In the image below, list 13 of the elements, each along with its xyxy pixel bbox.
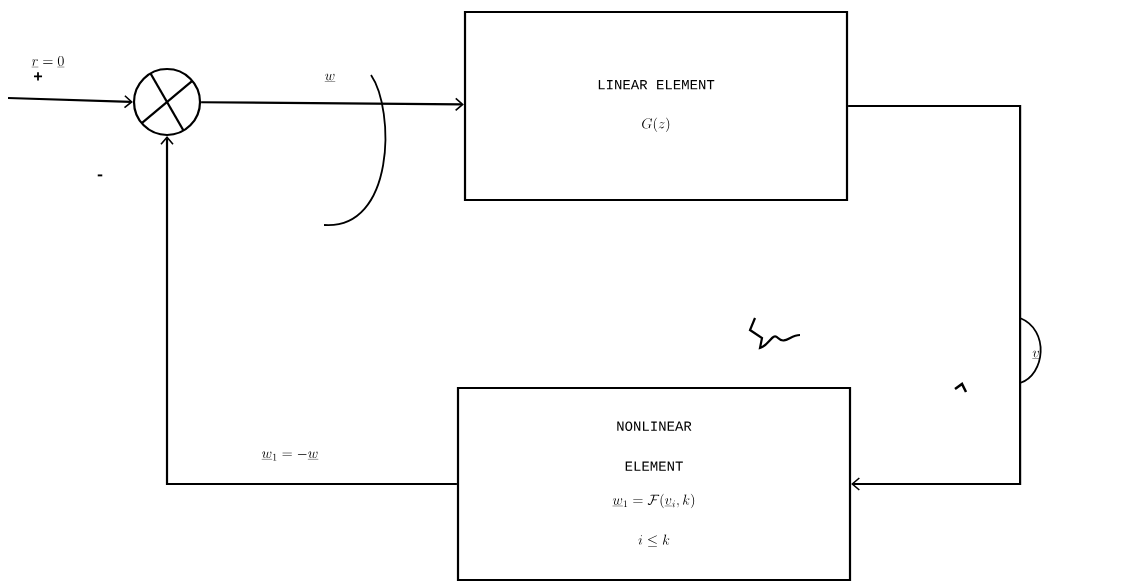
arrow	[7, 94, 133, 109]
edge-label: $\underline{r} = \underline{0}$	[30, 55, 66, 69]
edge-label: $\underline{w}$	[323, 72, 337, 84]
block-box: LINEAR ELEMENT $G(z)$	[463, 10, 849, 202]
arrow	[201, 97, 464, 112]
edge-label: $\underline{w}_1 = -\underline{w}$	[260, 448, 320, 462]
arrow	[848, 104, 1022, 491]
block-box: NONLINEAR ELEMENT $\underline{w}_1 = \mathcal{F}(\underline{v}_i, k)$ $i \leq k$	[456, 386, 852, 582]
summing-junction	[132, 67, 202, 137]
arrow	[160, 136, 457, 486]
sign-label: -	[97, 174, 103, 177]
edge-label: $\underline{v}$	[1031, 349, 1041, 361]
sign-label: +	[34, 72, 43, 81]
